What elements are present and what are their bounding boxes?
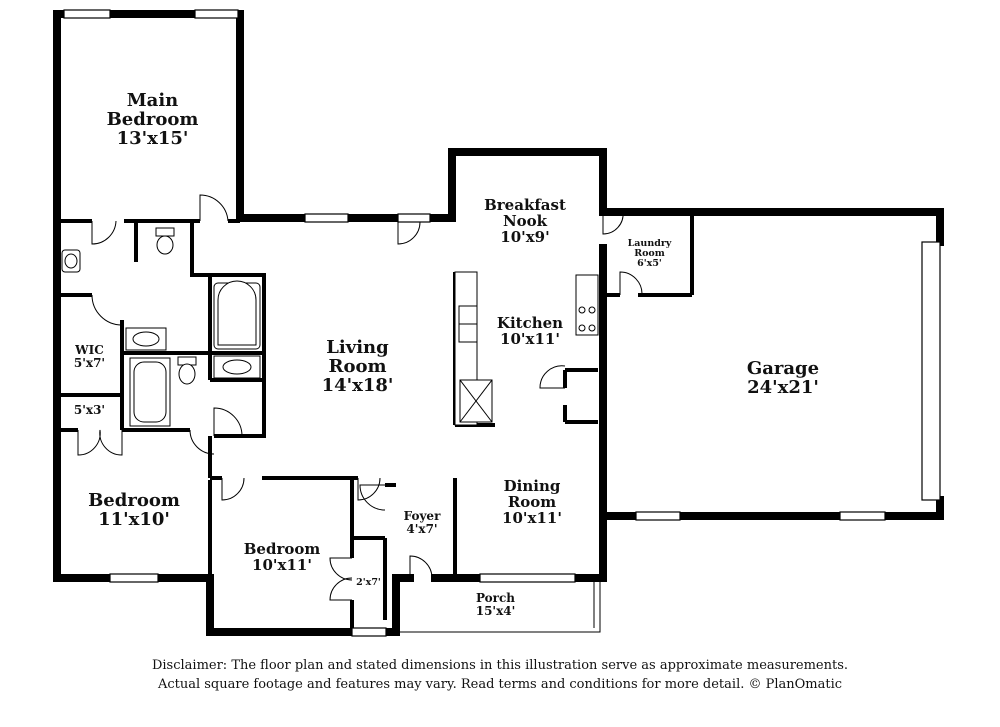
room-dims: 5'x7'	[73, 355, 106, 370]
room-label-breakfast-nook: Breakfast Nook 10'x9'	[470, 196, 580, 246]
room-dims: 10'x11'	[500, 329, 560, 348]
room-dims: 11'x10'	[98, 508, 170, 530]
room-label-wic: WIC 5'x7'	[62, 344, 117, 369]
room-label-living-room: Living Room 14'x18'	[305, 337, 410, 396]
room-label-garage: Garage 24'x21'	[728, 358, 838, 398]
room-dims: 5'x3'	[73, 403, 106, 417]
room-label-bedroom-2: Bedroom 11'x10'	[78, 490, 190, 530]
room-dims: 13'x15'	[116, 127, 189, 149]
room-name: Living	[326, 337, 389, 358]
room-dims: 10'x11'	[252, 555, 312, 574]
room-name: Bedroom	[243, 540, 321, 558]
room-label-closet-small: 2'x7'	[352, 578, 385, 588]
room-label-laundry-room: Laundry Room 6'x5'	[612, 239, 687, 269]
room-name: Garage	[746, 358, 820, 379]
toilet-icon	[155, 227, 175, 237]
room-name: Kitchen	[496, 314, 564, 332]
porch-outline	[395, 578, 601, 633]
stove-icon	[575, 274, 599, 336]
exterior-walls	[53, 10, 944, 636]
room-name: Dining	[503, 477, 561, 495]
room-dims: 14'x18'	[321, 374, 394, 396]
room-label-main-bedroom: Main Bedroom 13'x15'	[100, 90, 205, 149]
room-name: Room	[328, 355, 387, 377]
room-name: Foyer	[403, 509, 441, 523]
interior-walls	[57, 212, 694, 632]
room-name: Main	[126, 90, 179, 111]
room-name: Room	[634, 247, 665, 259]
room-name: WIC	[75, 343, 104, 357]
room-dims: 10'x11'	[502, 508, 562, 527]
room-dims: 24'x21'	[747, 376, 819, 398]
room-label-closet: 5'x3'	[62, 404, 117, 417]
room-label-dining-room: Dining Room 10'x11'	[482, 477, 582, 527]
room-dims: 2'x7'	[356, 577, 381, 588]
windows	[63, 9, 941, 637]
room-name: Porch	[475, 591, 516, 605]
fixtures	[61, 227, 599, 427]
room-label-kitchen: Kitchen 10'x11'	[480, 314, 580, 348]
door-swings	[77, 194, 643, 601]
room-name: Breakfast	[484, 196, 566, 214]
room-dims: 6'x5'	[637, 257, 662, 269]
room-label-bedroom-3: Bedroom 10'x11'	[232, 540, 332, 574]
room-name: Laundry	[627, 238, 672, 249]
room-dims: 15'x4'	[475, 603, 516, 618]
room-dims: 4'x7'	[406, 521, 438, 536]
disclaimer-line-2: Actual square footage and features may v…	[157, 677, 843, 692]
room-name: Bedroom	[88, 490, 180, 511]
disclaimer-line-1: Disclaimer: The floor plan and stated di…	[151, 658, 849, 673]
room-label-foyer: Foyer 4'x7'	[392, 510, 452, 535]
room-label-porch: Porch 15'x4'	[458, 592, 533, 617]
room-name: Nook	[502, 211, 548, 230]
room-name: Room	[507, 492, 557, 511]
room-dims: 10'x9'	[500, 227, 550, 246]
room-name: Bedroom	[106, 108, 199, 130]
